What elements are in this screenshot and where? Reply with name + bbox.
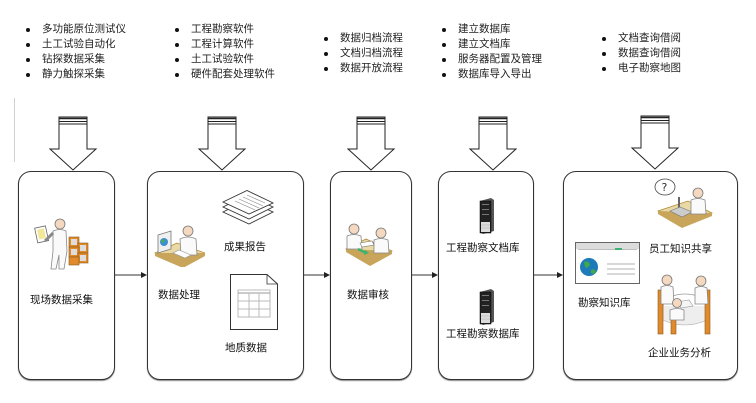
list-item: 数据开放流程 <box>320 61 403 76</box>
list-item: 文档查询借阅 <box>598 31 681 46</box>
list-item: 静力触探采集 <box>22 67 126 82</box>
label-data-processing: 数据处理 <box>158 289 200 301</box>
list-item: 建立数据库 <box>438 22 542 37</box>
knowledge-base-window-icon <box>575 242 640 284</box>
list-item: 服务器配置及管理 <box>438 52 542 67</box>
label-geo-data: 地质数据 <box>225 342 267 354</box>
business-analysis-meeting-icon <box>657 274 711 335</box>
server-icon <box>479 198 494 234</box>
list-software: 工程勘察软件 工程计算软件 土工试验软件 硬件配套处理软件 <box>171 22 275 82</box>
list-item: 数据库导入导出 <box>438 67 542 82</box>
geo-data-sheet-icon <box>230 274 278 330</box>
list-item: 土工试验软件 <box>171 52 275 67</box>
label-field-collection: 现场数据采集 <box>30 294 93 306</box>
label-report: 成果报告 <box>224 241 266 253</box>
list-item: 数据归档流程 <box>320 31 403 46</box>
label-data-review: 数据审核 <box>347 289 389 301</box>
down-arrow-1 <box>49 116 97 171</box>
knowledge-sharing-icon: ? <box>654 178 713 228</box>
list-database: 建立数据库 建立文档库 服务器配置及管理 数据库导入导出 <box>438 22 542 82</box>
list-field-equipment: 多功能原位测试仪 土工试验自动化 钻探数据采集 静力触探采集 <box>22 22 126 82</box>
report-documents-icon <box>221 190 275 225</box>
list-item: 硬件配套处理软件 <box>171 67 275 82</box>
down-arrow-3 <box>347 116 395 171</box>
label-business-analysis: 企业业务分析 <box>648 347 711 359</box>
label-doc-db: 工程勘察文档库 <box>446 242 520 254</box>
down-arrow-2 <box>198 116 246 171</box>
label-knowledge-sharing: 员工知识共享 <box>649 243 712 255</box>
stage-box-data-review <box>330 171 412 380</box>
stage-box-field-collection <box>18 171 115 380</box>
list-item: 工程勘察软件 <box>171 22 275 37</box>
margin-divider <box>14 98 15 162</box>
list-item: 文档归档流程 <box>320 46 403 61</box>
list-item: 电子勘察地图 <box>598 61 681 76</box>
computer-user-icon <box>154 225 205 267</box>
list-item: 土工试验自动化 <box>22 37 126 52</box>
list-archive-process: 数据归档流程 文档归档流程 数据开放流程 <box>320 31 403 76</box>
review-meeting-icon <box>345 223 393 266</box>
label-data-db: 工程勘察数据库 <box>446 328 520 340</box>
list-query: 文档查询借阅 数据查询借阅 电子勘察地图 <box>598 31 681 76</box>
field-worker-icon <box>34 218 89 270</box>
svg-text:?: ? <box>662 181 668 194</box>
label-knowledge-base: 勘察知识库 <box>578 297 631 309</box>
list-item: 钻探数据采集 <box>22 52 126 67</box>
down-arrow-4 <box>469 116 517 171</box>
list-item: 多功能原位测试仪 <box>22 22 126 37</box>
list-item: 数据查询借阅 <box>598 46 681 61</box>
down-arrow-5 <box>631 115 679 170</box>
list-item: 工程计算软件 <box>171 37 275 52</box>
server-icon <box>479 289 494 325</box>
list-item: 建立文档库 <box>438 37 542 52</box>
